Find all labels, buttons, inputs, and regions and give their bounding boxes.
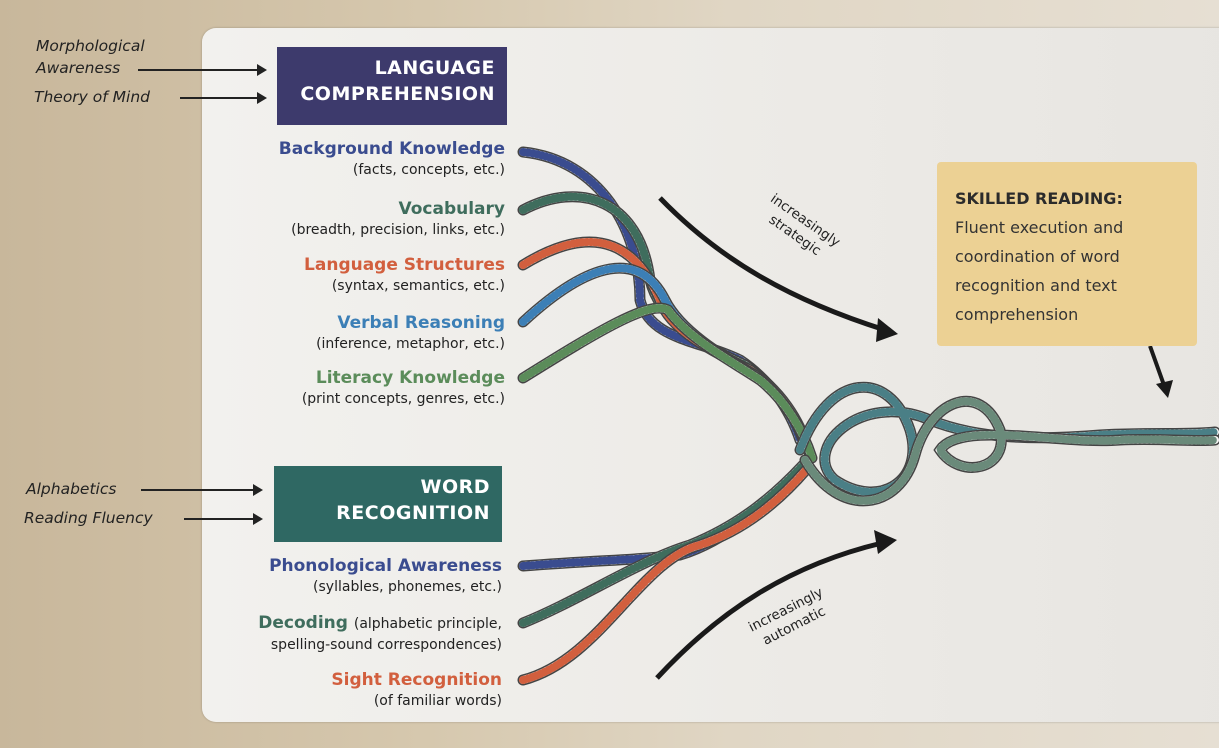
strand-literacy-knowledge-rope-texture bbox=[519, 304, 816, 462]
input-alphabetics: Alphabetics bbox=[26, 480, 117, 498]
strand-vocabulary: Vocabulary (breadth, precision, links, e… bbox=[291, 198, 505, 240]
strand-verbal-reasoning: Verbal Reasoning (inference, metaphor, e… bbox=[316, 312, 505, 354]
strand-label: Language Structures bbox=[304, 255, 505, 275]
strand-label: Literacy Knowledge bbox=[315, 368, 505, 388]
strand-label: Vocabulary bbox=[398, 199, 506, 219]
strand-language-structures: Language Structures (syntax, semantics, … bbox=[304, 254, 505, 296]
input-morphological-awareness: Morphological Awareness bbox=[36, 37, 145, 77]
word-recognition-title-2: RECOGNITION bbox=[336, 502, 490, 524]
arrow-morphological bbox=[138, 69, 258, 71]
word-recognition-box: WORD RECOGNITION bbox=[274, 466, 502, 542]
skilled-arrow bbox=[1148, 345, 1167, 389]
language-comprehension-box: LANGUAGE COMPREHENSION bbox=[277, 47, 507, 125]
strand-sight-recognition-rope-texture bbox=[519, 466, 810, 684]
arrow-head-morphological bbox=[257, 64, 267, 76]
arrow-reading-fluency bbox=[184, 518, 254, 520]
strand-sight-recognition: Sight Recognition (of familiar words) bbox=[331, 669, 502, 711]
strand-label: Phonological Awareness bbox=[269, 556, 502, 576]
arrow-alphabetics bbox=[141, 489, 254, 491]
strand-detail: (syntax, semantics, etc.) bbox=[331, 278, 505, 294]
strand-detail-inline: (alphabetic principle, bbox=[353, 616, 502, 632]
strand-detail: (print concepts, genres, etc.) bbox=[301, 391, 505, 407]
input-reading-fluency: Reading Fluency bbox=[24, 509, 153, 527]
strand-detail: (of familiar words) bbox=[373, 693, 502, 709]
skilled-reading-line-3: recognition and text bbox=[955, 276, 1117, 295]
arrow-head-alphabetics bbox=[253, 484, 263, 496]
arrow-head-reading-fluency bbox=[253, 513, 263, 525]
strand-detail: (facts, concepts, etc.) bbox=[352, 162, 505, 178]
automatic-arrow-head bbox=[874, 530, 897, 554]
strategic-arrow bbox=[658, 196, 886, 333]
skilled-arrow-head bbox=[1156, 380, 1173, 398]
word-recognition-title-1: WORD bbox=[420, 476, 490, 498]
strand-detail: spelling-sound correspondences) bbox=[270, 637, 502, 653]
strand-vocabulary-rope-texture bbox=[519, 192, 809, 449]
strand-decoding-rope bbox=[519, 461, 807, 627]
strand-verbal-reasoning-rope-texture bbox=[519, 264, 814, 459]
strand-background-knowledge: Background Knowledge (facts, concepts, e… bbox=[279, 138, 505, 180]
strand-label: Verbal Reasoning bbox=[337, 313, 505, 333]
strand-detail: (syllables, phonemes, etc.) bbox=[313, 579, 502, 595]
strand-vocabulary-rope-outline bbox=[517, 191, 811, 451]
skilled-reading-box: SKILLED READING: Fluent execution and co… bbox=[937, 162, 1197, 346]
automatic-arrow bbox=[655, 540, 883, 680]
strand-label: Decoding bbox=[258, 613, 348, 633]
skilled-reading-line-4: comprehension bbox=[955, 305, 1079, 324]
skilled-reading-heading: SKILLED READING: bbox=[955, 189, 1123, 208]
strand-label: Sight Recognition bbox=[331, 670, 502, 690]
arrow-head-theory-of-mind bbox=[257, 92, 267, 104]
skilled-reading-line-1: Fluent execution and bbox=[955, 218, 1124, 237]
strand-detail: (inference, metaphor, etc.) bbox=[316, 336, 505, 352]
language-comprehension-title-2: COMPREHENSION bbox=[300, 83, 495, 105]
strand-label: Background Knowledge bbox=[278, 139, 505, 159]
combined-rope-a-texture bbox=[796, 383, 1219, 496]
strand-detail: (breadth, precision, links, etc.) bbox=[291, 222, 505, 238]
strand-decoding: Decoding (alphabetic principle, spelling… bbox=[258, 612, 502, 655]
skilled-reading-line-2: coordination of word bbox=[955, 247, 1120, 266]
strand-literacy-knowledge: Literacy Knowledge (print concepts, genr… bbox=[302, 367, 505, 409]
strand-label-row: Decoding (alphabetic principle, bbox=[258, 612, 502, 635]
strand-phonological-awareness: Phonological Awareness (syllables, phone… bbox=[269, 555, 502, 597]
input-theory-of-mind: Theory of Mind bbox=[34, 88, 150, 106]
combined-rope-b-texture bbox=[801, 397, 1219, 505]
strategic-arrow-head bbox=[876, 318, 898, 342]
diagram-panel bbox=[202, 28, 1219, 722]
language-comprehension-title-1: LANGUAGE bbox=[374, 57, 495, 79]
strand-vocabulary-rope bbox=[519, 192, 809, 449]
arrow-theory-of-mind bbox=[180, 97, 258, 99]
